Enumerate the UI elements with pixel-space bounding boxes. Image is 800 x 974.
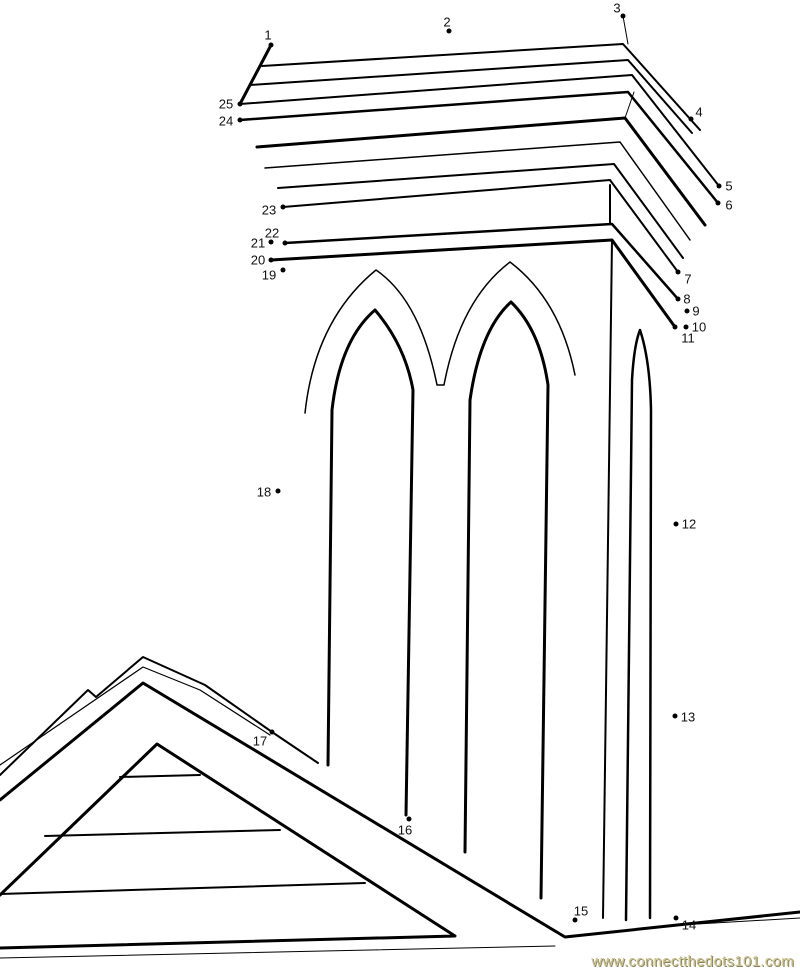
dot-label: 7 [684,271,692,287]
dot-5 [716,183,722,189]
cap-line [283,222,680,301]
cap-line [238,90,720,205]
dot-23 [280,204,286,210]
cap-line [624,91,635,119]
arch-outer [304,261,576,414]
dot-label: 8 [683,291,691,307]
cap-line [622,15,629,45]
dot-label: 11 [681,330,695,346]
siding-line [0,774,366,895]
dot-20 [268,257,274,263]
roof-line [679,917,800,926]
arch-right [463,300,550,900]
dot-15 [572,917,578,923]
cap-line [277,163,684,259]
chimney-slot [624,328,653,922]
dot-label: 12 [681,516,697,532]
cap-line [255,116,707,227]
cap-line [261,43,701,131]
roof-line [0,666,271,766]
dot-label: 10 [691,319,707,335]
dot-label: 17 [252,733,268,749]
dot-label: 2 [443,14,451,30]
dot-11 [672,324,678,330]
dot-8 [675,296,681,302]
dot-3 [620,13,626,19]
dot-7 [675,269,681,275]
dot-22 [282,240,288,246]
cap-line [282,179,679,273]
dot-label: 24 [218,113,234,129]
dot-label: 13 [680,709,696,725]
dot-18 [275,488,281,494]
cap-line [249,59,693,134]
dot-17 [269,729,275,735]
cap-line [238,43,273,106]
dot-label: 19 [261,267,277,283]
dot-label: 20 [250,252,266,268]
arch-left [326,308,415,817]
roof-line [0,945,556,959]
dot-label: 15 [573,903,589,919]
dot-25 [237,101,243,107]
dot-16 [406,816,412,822]
dot-24 [237,117,243,123]
dot-label: 25 [218,96,234,112]
cap-line [264,141,691,241]
dot-14 [673,915,679,921]
dot-label: 16 [397,822,413,838]
chimney-corner [602,184,613,919]
dot-13 [672,713,678,719]
dot-label: 4 [695,104,703,120]
dot-label: 9 [692,303,700,319]
dot-label: 5 [725,178,733,194]
dot-label: 23 [261,202,277,218]
dot-10 [683,324,689,330]
roof-line [0,656,319,776]
dot-9 [684,308,690,314]
watermark-text: www.connectthedots101.com [591,953,794,970]
cap-line [239,74,720,187]
dot-19 [280,267,286,273]
dot-1 [268,42,274,48]
dot-21 [268,239,274,245]
dot-12 [673,521,679,527]
dot-2 [446,28,452,34]
roof-line [0,742,457,950]
cap-line [269,238,677,329]
dot-label: 14 [681,917,697,933]
dot-label: 1 [264,27,272,43]
dot-6 [715,200,721,206]
dot-label: 3 [613,0,621,16]
dot-label: 22 [264,225,280,241]
dot-label: 18 [256,484,272,500]
dot-label: 21 [250,235,266,251]
dot-4 [688,116,694,122]
dot-label: 6 [725,197,733,213]
